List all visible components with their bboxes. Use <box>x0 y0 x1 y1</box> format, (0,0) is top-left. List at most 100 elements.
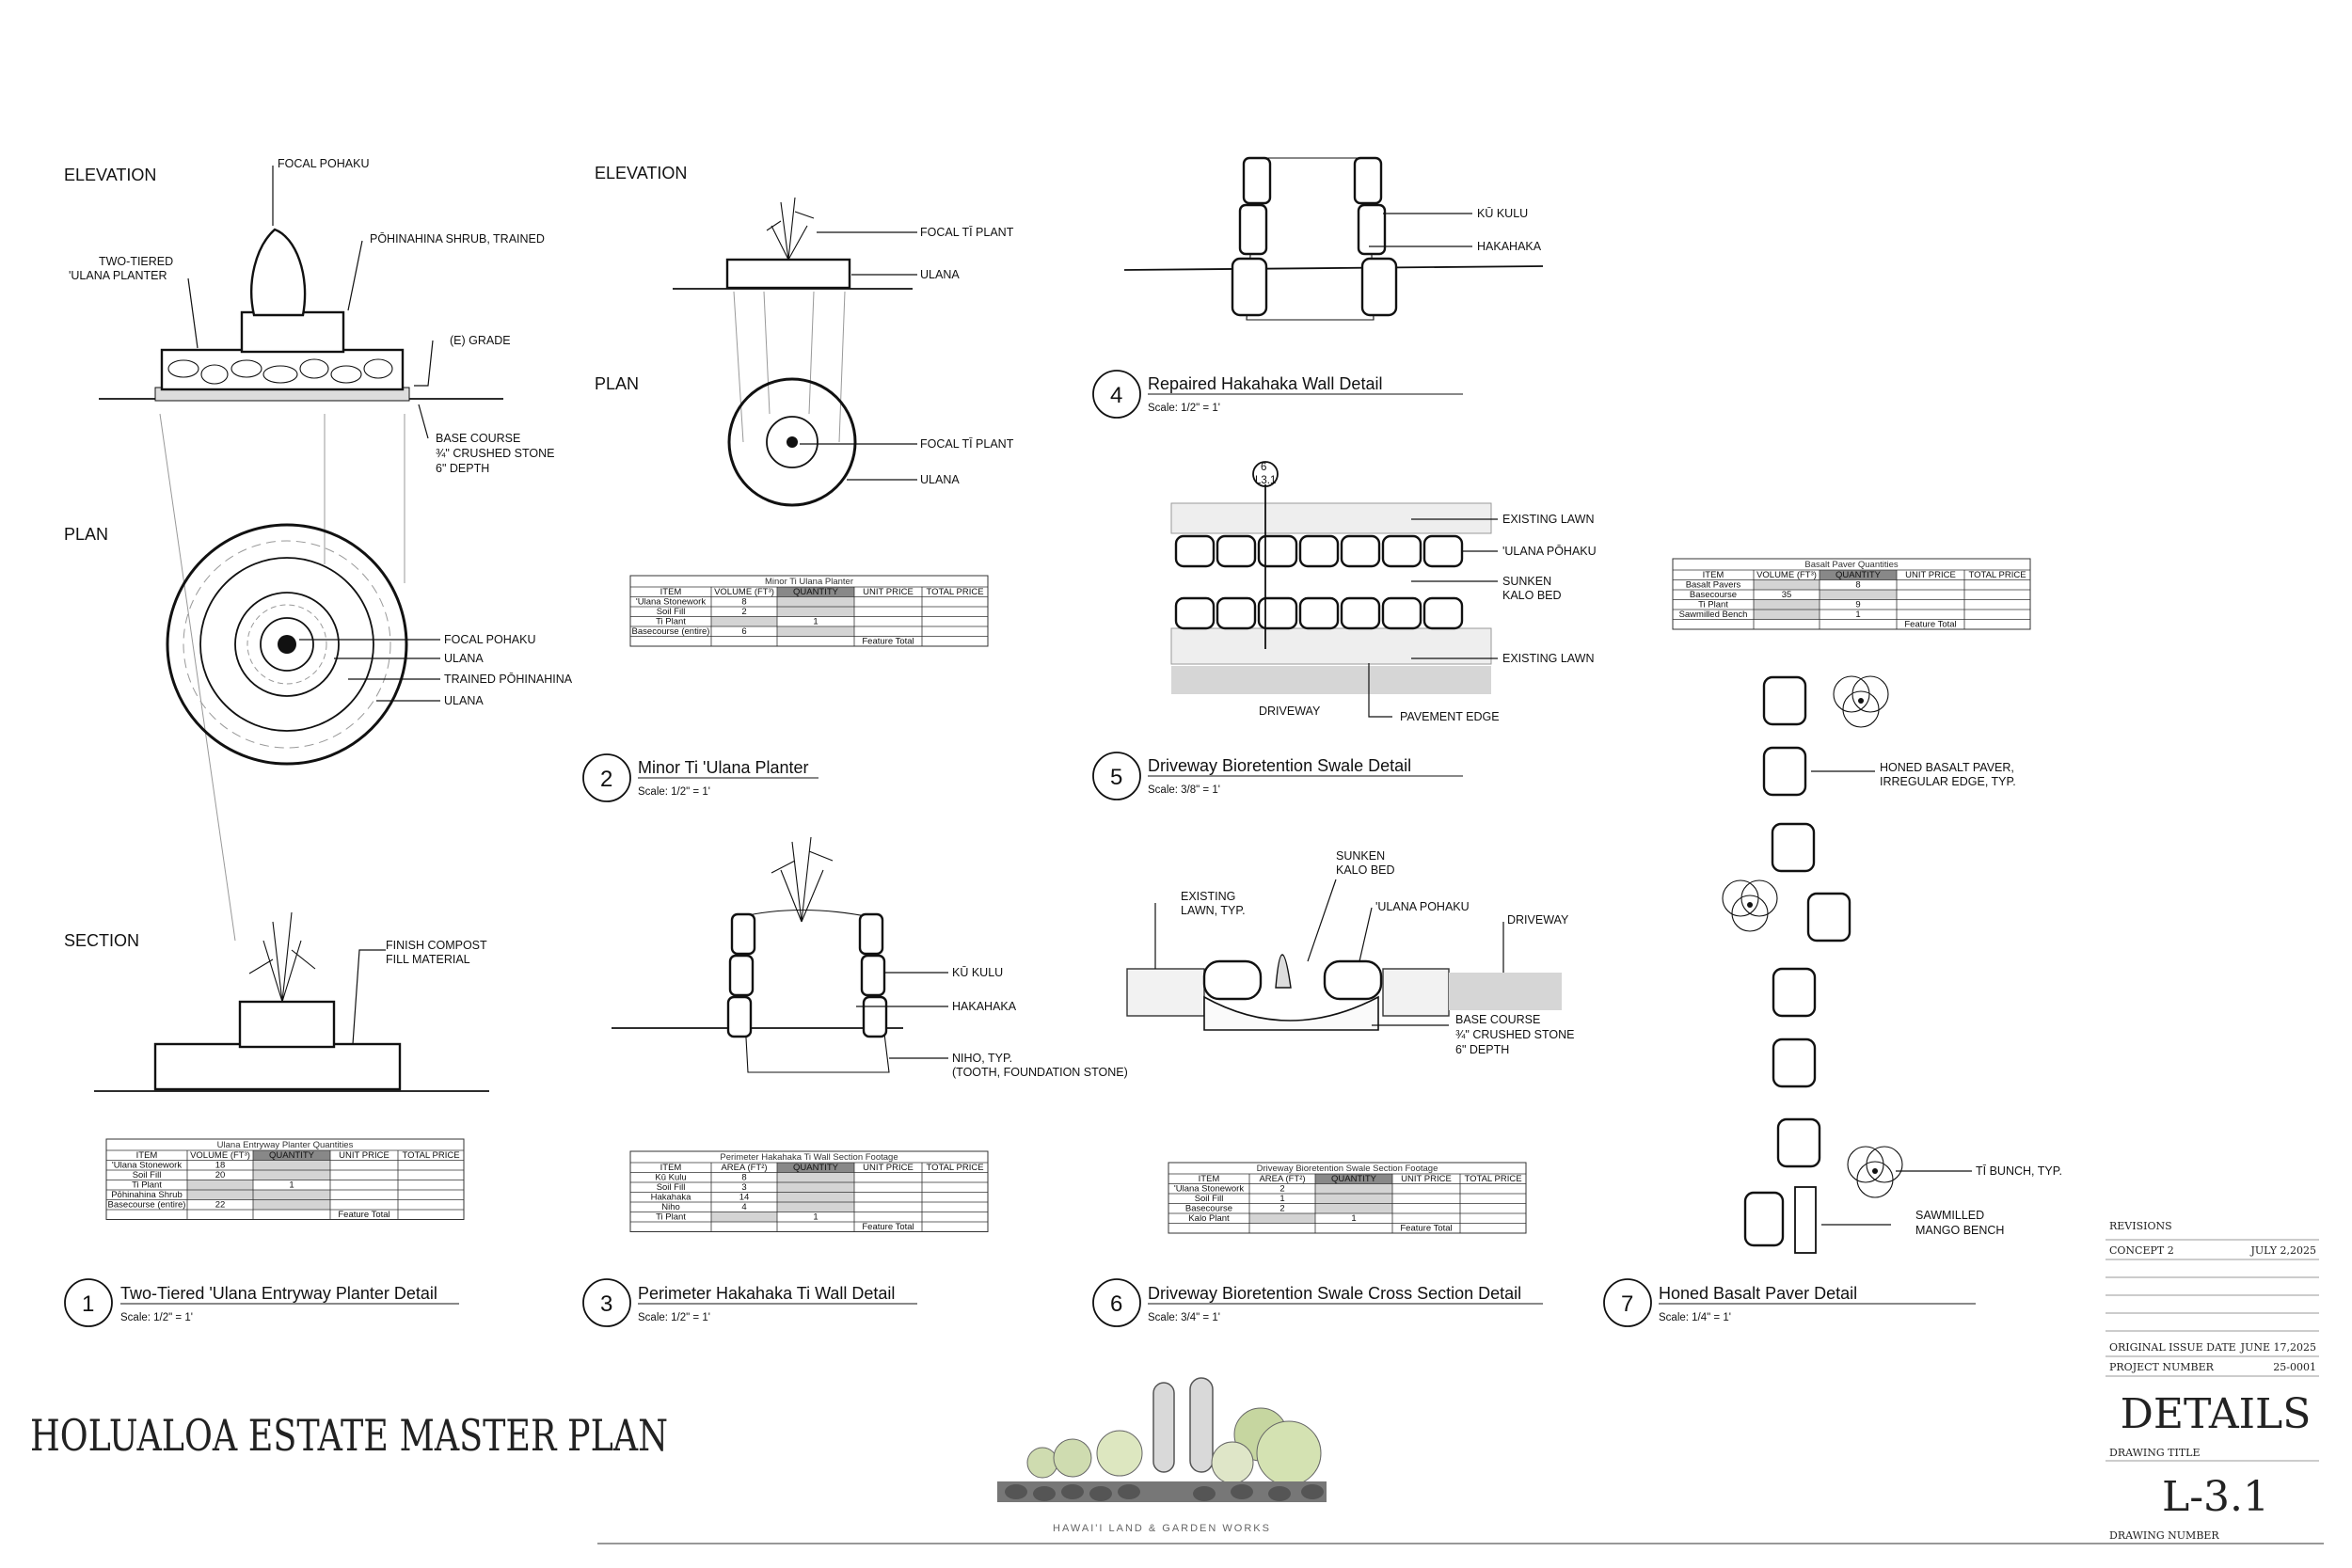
table-footer-total: Feature Total <box>338 1210 389 1220</box>
table-cell: Soil Fill <box>657 1182 686 1193</box>
table-cell: Basalt Pavers <box>1686 580 1741 591</box>
table-header-cell: QUANTITY <box>269 1150 315 1161</box>
table-header-cell: TOTAL PRICE <box>1464 1174 1521 1184</box>
detail-title-6: 6 Driveway Bioretention Swale Cross Sect… <box>1092 1278 1543 1327</box>
view-label-elevation-2: ELEVATION <box>595 164 687 182</box>
label-tooth-foundation-stone: (TOOTH, FOUNDATION STONE) <box>952 1066 1128 1079</box>
detail-scale-7: Scale: 1/4" = 1' <box>1659 1312 1731 1323</box>
table-caption: Minor Ti Ulana Planter <box>765 577 853 587</box>
label-niho: NIHO, TYP. <box>952 1052 1012 1065</box>
company-logo: HAWAI'I LAND & GARDEN WORKS <box>997 1377 1327 1534</box>
detail-title-text-5: Driveway Bioretention Swale Detail <box>1148 756 1411 775</box>
view-label-section: SECTION <box>64 931 139 950</box>
table-cell: 1 <box>813 617 818 627</box>
table-header-cell: UNIT PRICE <box>863 1163 914 1173</box>
label-ulana: ULANA <box>920 268 960 281</box>
detail-title-5: 5 Driveway Bioretention Swale Detail Sca… <box>1092 752 1463 800</box>
label-two-tiered: TWO-TIERED <box>99 255 173 268</box>
detail-title-4: 4 Repaired Hakahaka Wall Detail Scale: 1… <box>1092 370 1463 419</box>
section-ti-plant <box>248 911 316 1003</box>
label-existing-6: EXISTING <box>1181 890 1235 903</box>
table-cell: 8 <box>741 1173 746 1183</box>
label-focal-ti-plant-plan: FOCAL TĪ PLANT <box>920 437 1014 451</box>
table-header-cell: VOLUME (FT³) <box>1756 570 1817 580</box>
label-ulana-planter: 'ULANA PLANTER <box>69 269 167 282</box>
drawing-number: L-3.1 <box>2162 1473 2269 1521</box>
original-issue-label: ORIGINAL ISSUE DATE <box>2109 1341 2236 1354</box>
label-hakahaka: HAKAHAKA <box>952 1000 1017 1013</box>
detail-title-text-2: Minor Ti 'Ulana Planter <box>638 758 809 777</box>
table-cell: Hakahaka <box>651 1193 691 1203</box>
drawing-title-label: DRAWING TITLE <box>2109 1447 2201 1459</box>
planter-plan-outer-ring <box>166 523 408 766</box>
table-cell: 35 <box>1782 590 1792 600</box>
table-cell: 'Ulana Stonework <box>112 1161 182 1171</box>
detail-number-2: 2 <box>600 767 612 792</box>
detail-6-drawing: SUNKEN KALO BED EXISTING LAWN, TYP. 'ULA… <box>1126 849 1574 1056</box>
label-kalo-bed-6: KALO BED <box>1336 863 1395 877</box>
label-ulana-plan: ULANA <box>920 473 960 486</box>
swale-basecourse <box>1203 995 1379 1031</box>
kalo-plant <box>1275 954 1292 989</box>
logo-tagline: HAWAI'I LAND & GARDEN WORKS <box>1053 1523 1271 1534</box>
table-cell: Niho <box>661 1202 680 1212</box>
label-plan-trained-pohinahina: TRAINED PŌHINAHINA <box>444 673 573 686</box>
minor-ti-plant <box>766 197 815 261</box>
detail-4-drawing: KŪ KULU HAKAHAKA <box>1123 156 1544 321</box>
table-cell: Basecourse <box>1185 1204 1232 1214</box>
label-crushed-stone: ¾" CRUSHED STONE <box>436 447 554 460</box>
table-cell: Basecourse (entire) <box>108 1200 186 1211</box>
top-lawn-band <box>1170 502 1492 534</box>
minor-planter-plan-ring <box>727 377 857 507</box>
detail-title-text-6: Driveway Bioretention Swale Cross Sectio… <box>1148 1284 1521 1303</box>
label-grade: (E) GRADE <box>450 334 511 347</box>
detail-title-text-1: Two-Tiered 'Ulana Entryway Planter Detai… <box>120 1284 437 1303</box>
table-footer-total: Feature Total <box>1904 620 1956 630</box>
table-cell: Kū Kulu <box>655 1173 686 1183</box>
table-cell: Ti Plant <box>656 617 686 627</box>
section-marker <box>1252 461 1279 487</box>
table-cell: 1 <box>289 1180 294 1191</box>
table-cell: Basecourse (entire) <box>632 626 710 637</box>
view-label-plan: PLAN <box>64 525 108 544</box>
ti-bunch-symbols <box>1722 675 1903 1198</box>
table-cell: 1 <box>1279 1194 1284 1204</box>
upper-tier-plan-outer <box>234 592 340 697</box>
quantity-table-t6: Driveway Bioretention Swale Section Foot… <box>1168 1162 1527 1234</box>
detail-5-drawing: 6 L3.1 EXISTING LAWN 'ULANA PŌHAKU SUNKE… <box>1170 461 1597 723</box>
label-honed-basalt-paver: HONED BASALT PAVER, <box>1880 761 2014 774</box>
table-header-cell: TOTAL PRICE <box>1968 570 2026 580</box>
label-finish-compost: FINISH COMPOST <box>386 939 487 952</box>
table-header-cell: UNIT PRICE <box>863 587 914 597</box>
detail-title-1: 1 Two-Tiered 'Ulana Entryway Planter Det… <box>64 1278 459 1327</box>
table-cell: 'Ulana Stonework <box>1174 1184 1244 1195</box>
table-header-cell: ITEM <box>660 1163 682 1173</box>
detail-number-4: 4 <box>1110 383 1122 408</box>
label-lawn-typ: LAWN, TYP. <box>1181 904 1246 917</box>
detail-number-5: 5 <box>1110 765 1122 790</box>
detail-scale-2: Scale: 1/2" = 1' <box>638 786 710 798</box>
table-header-cell: AREA (FT²) <box>1259 1174 1305 1184</box>
table-cell: 2 <box>741 607 746 617</box>
label-focal-pohaku: FOCAL POHAKU <box>278 157 369 170</box>
revision-name: CONCEPT 2 <box>2109 1244 2174 1257</box>
drawing-title: DETAILS <box>2121 1390 2312 1438</box>
table-header-cell: VOLUME (FT³) <box>190 1150 250 1161</box>
detail-scale-6: Scale: 3/4" = 1' <box>1148 1312 1220 1323</box>
table-cell: Soil Fill <box>1195 1194 1224 1204</box>
table-footer-total: Feature Total <box>862 637 914 647</box>
table-cell: 8 <box>1855 580 1860 591</box>
label-existing-lawn-top: EXISTING LAWN <box>1502 513 1594 526</box>
table-cell: Kalo Plant <box>1188 1213 1230 1224</box>
revisions-label: REVISIONS <box>2109 1220 2172 1232</box>
repaired-wall-grade <box>1123 265 1544 271</box>
table-header-cell: ITEM <box>136 1150 158 1161</box>
table-header-cell: QUANTITY <box>793 587 839 597</box>
table-header-cell: VOLUME (FT³) <box>714 587 774 597</box>
label-sunken-5: SUNKEN <box>1502 575 1551 588</box>
table-cell: 1 <box>1855 610 1860 620</box>
